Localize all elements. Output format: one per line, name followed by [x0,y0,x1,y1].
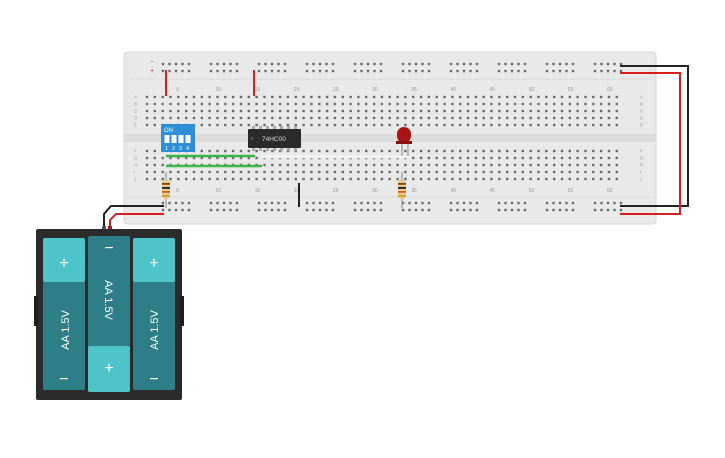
power-wires-right[interactable] [620,65,689,215]
column-number: 35 [411,87,417,93]
dip-switch-num-4: 4 [186,146,189,152]
row-letter: A [134,95,137,100]
row-letter: E [134,123,137,128]
cell-3-top-sign: + [149,255,158,272]
led[interactable] [396,127,412,156]
green-wires[interactable] [166,154,262,168]
resistor-left[interactable] [162,172,170,208]
column-number: 45 [490,188,496,194]
column-number: 55 [568,188,574,194]
row-letter: F [134,149,137,154]
row-letter: J [134,177,136,182]
ic-chip[interactable]: 74HC00 [248,126,301,151]
row-letter: E [640,123,643,128]
row-letter: C [640,109,644,114]
cell-3-bottom-sign: − [149,371,158,388]
column-number: 30 [372,188,378,194]
column-numbers-top: 5 10 15 20 25 30 35 40 45 50 55 60 [176,87,612,93]
row-letter: H [640,163,643,168]
row-letter: G [134,156,138,161]
cell-2-top-sign: − [104,240,113,257]
battery-cell-1: + − AA 1.5V [43,238,85,390]
column-number: 50 [529,188,535,194]
dip-switch-num-2: 2 [172,146,175,152]
ic-chip-label: 74HC00 [262,136,286,143]
cell-2-label: AA 1.5V [102,280,114,320]
column-number: 25 [333,87,339,93]
cell-3-label: AA 1.5V [149,309,161,349]
column-number: 20 [294,188,300,194]
row-letter: B [134,102,137,107]
breadboard[interactable]: − + 5 10 15 20 25 30 35 40 45 50 55 60 5 10 15 20 25 30 3… [123,51,657,225]
column-number: 15 [255,188,261,194]
battery-pack[interactable]: + − AA 1.5V − + AA 1.5V + − AA 1.5V [34,229,184,400]
column-number: 60 [607,87,613,93]
rail-minus-label: − [150,59,154,66]
column-number: 15 [255,87,261,93]
dip-switch[interactable]: ON 1 2 3 4 [161,124,195,152]
dip-switch-num-3: 3 [179,146,182,152]
row-letter: F [640,149,643,154]
row-letter: J [640,177,642,182]
row-letter: G [640,156,644,161]
dip-switch-levers[interactable] [164,135,191,143]
column-number: 20 [294,87,300,93]
column-number: 55 [568,87,574,93]
column-numbers-bottom: 5 10 15 20 25 30 35 40 45 50 55 60 [176,188,612,194]
column-number: 35 [411,188,417,194]
column-number: 10 [216,188,222,194]
row-letter: D [640,116,644,121]
battery-cell-2: − + AA 1.5V [88,236,130,392]
row-letter: I [134,170,135,175]
row-letter: C [134,109,138,114]
cell-1-bottom-sign: − [59,371,68,388]
row-letter: I [640,170,641,175]
row-letter: B [640,102,643,107]
column-number: 5 [176,188,179,194]
column-number: 40 [450,188,456,194]
row-letter: D [134,116,138,121]
column-number: 40 [450,87,456,93]
resistor-right[interactable] [398,172,406,208]
dip-switch-num-1: 1 [165,146,168,152]
cell-1-label: AA 1.5V [60,309,72,349]
cell-1-top-sign: + [59,255,68,272]
cell-2-bottom-sign: + [104,360,113,377]
row-letter: H [134,163,137,168]
rail-plus-label: + [150,68,154,75]
column-number: 10 [216,87,222,93]
battery-cell-3: + − AA 1.5V [133,238,175,390]
dip-switch-on-label: ON [164,128,173,134]
column-number: 50 [529,87,535,93]
column-number: 60 [607,188,613,194]
column-number: 25 [333,188,339,194]
row-letter: A [640,95,643,100]
column-number: 30 [372,87,378,93]
column-number: 5 [176,87,179,93]
column-number: 45 [490,87,496,93]
